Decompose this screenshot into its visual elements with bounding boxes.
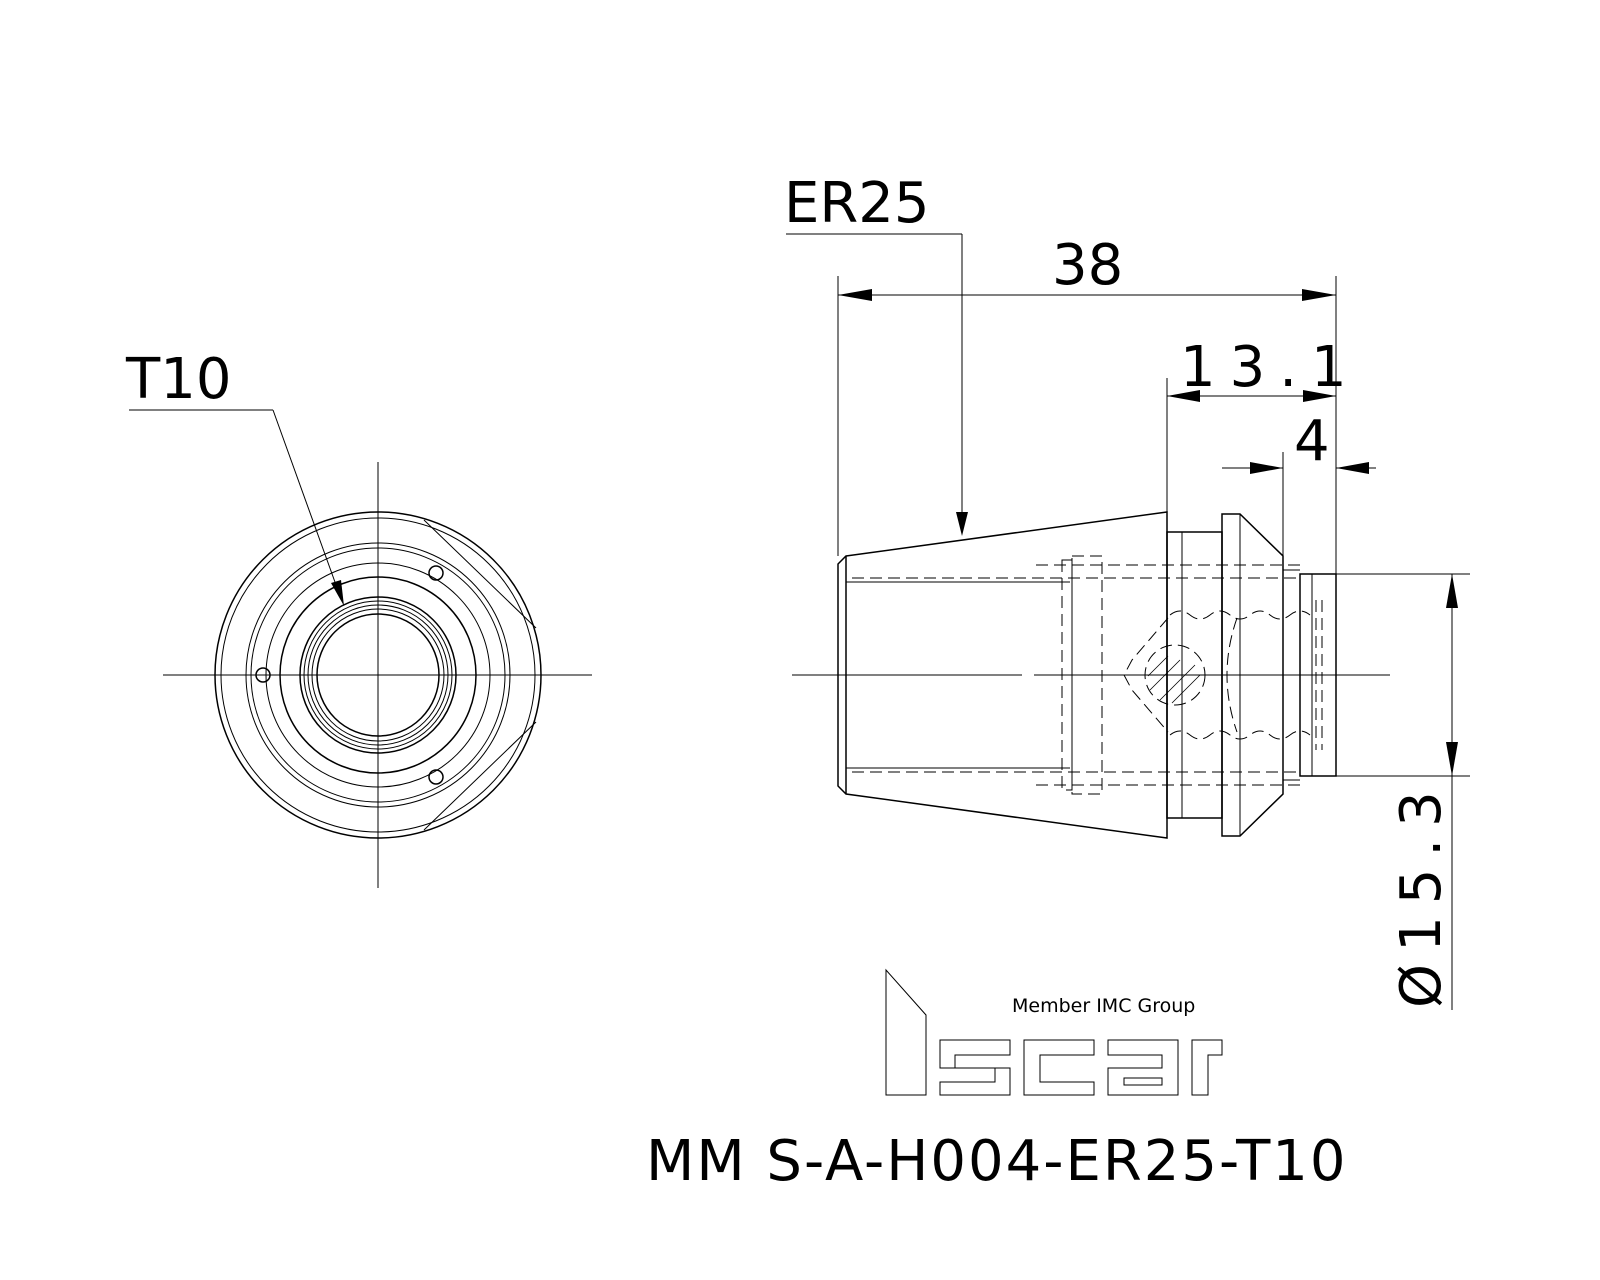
iscar-logo: Member IMC Group	[885, 968, 1223, 1096]
bore-inner	[316, 613, 440, 737]
iscar-logo-mark	[885, 968, 1223, 1096]
part-number: MM S-A-H004-ER25-T10	[646, 1129, 1348, 1194]
dim-dia-arrow-top	[1446, 574, 1458, 608]
logo-letter-i	[885, 968, 927, 1096]
front-view: T10	[125, 347, 592, 888]
ring-3	[265, 562, 491, 788]
logo-letter-a	[1107, 1039, 1179, 1096]
dim-38-arrow-left	[838, 289, 872, 301]
hidden-thread-top	[1169, 610, 1311, 620]
pin-hole-top	[428, 565, 444, 581]
t10-leader-line	[272, 409, 341, 597]
bore-outer	[299, 596, 457, 754]
pin-hole-bottom	[428, 769, 444, 785]
thread-ring-3	[311, 608, 445, 742]
thread-ring-1	[303, 600, 453, 750]
hidden-cone-tip	[1123, 617, 1169, 733]
logo-letter-r	[1191, 1039, 1223, 1096]
side-view: ER25 38 13.1 4 Ø15.3	[784, 171, 1470, 1010]
thread-callout: T10	[125, 347, 231, 412]
dim-13-1-arrow-left	[1167, 390, 1200, 402]
dim-4-arrow-left	[1250, 462, 1283, 474]
dim-nose-length: 4	[1294, 409, 1330, 474]
logo-letter-c	[1023, 1039, 1095, 1096]
dim-38-arrow-right	[1302, 289, 1336, 301]
outer-circle	[214, 511, 542, 839]
logo-letter-s	[939, 1039, 1011, 1096]
er25-leader-arrow	[956, 512, 968, 536]
dim-4-arrow-right	[1336, 462, 1369, 474]
dim-diameter: Ø15.3	[1389, 779, 1454, 1008]
dim-dia-arrow-bottom	[1446, 742, 1458, 776]
collet-callout: ER25	[784, 171, 930, 236]
thread-ring-2	[307, 604, 449, 746]
logo-tagline: Member IMC Group	[1012, 995, 1195, 1017]
hidden-thread-bottom	[1169, 730, 1311, 740]
dim-body-length: 13.1	[1180, 335, 1361, 400]
ring-1	[245, 542, 511, 808]
dim-13-1-arrow-right	[1303, 390, 1336, 402]
ball-hatch	[1147, 655, 1201, 704]
dim-overall-length: 38	[1052, 233, 1123, 298]
ring-2	[250, 547, 506, 803]
t10-leader-arrow	[331, 580, 344, 606]
flat-edge-upper	[423, 519, 537, 629]
ring-4	[279, 576, 477, 774]
outer-chamfer-circle	[220, 517, 536, 833]
pin-hole-left	[255, 667, 271, 683]
flat-edge-lower	[423, 721, 537, 831]
hidden-flange-arc	[1226, 617, 1238, 733]
hidden-ball	[1144, 644, 1206, 706]
